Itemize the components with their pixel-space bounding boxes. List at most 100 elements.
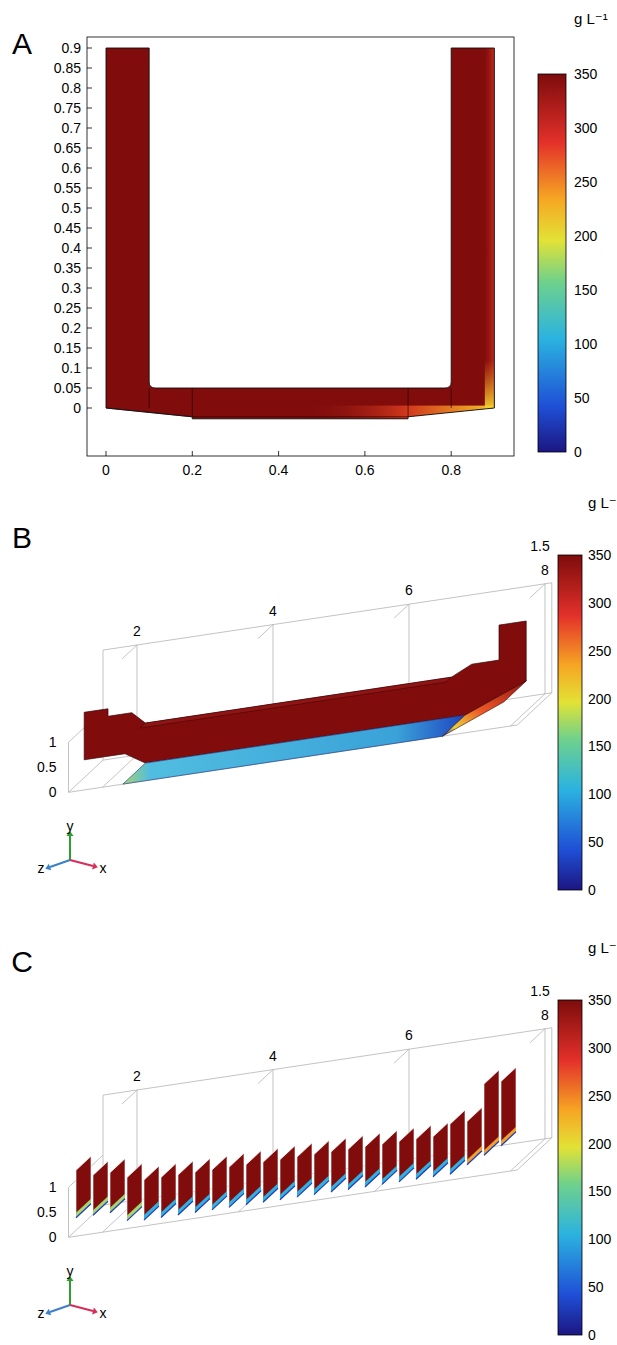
axis-arrow <box>69 836 71 860</box>
axis-tick: 4 <box>269 1049 277 1063</box>
tank-section <box>106 48 494 419</box>
colorbar-tick: 300 <box>574 121 597 135</box>
axis-label: z <box>38 1306 45 1320</box>
slice-floor-band <box>212 1191 227 1210</box>
axis-tick: 8 <box>541 563 549 577</box>
slice-plane <box>314 1141 329 1195</box>
corner-gradient <box>485 360 494 410</box>
axis-label: x <box>100 1306 107 1320</box>
colorbar-tick: 50 <box>574 391 590 405</box>
slice-floor-band <box>365 1168 380 1187</box>
slice-floor-edge <box>195 1198 210 1212</box>
axis-tick: 0.9 <box>62 41 81 55</box>
grid-line <box>122 1090 137 1104</box>
floor-gradient <box>300 406 494 420</box>
slice-floor-edge <box>331 1178 346 1192</box>
grid-line <box>551 583 552 693</box>
slice-plane <box>501 1068 516 1146</box>
slice-floor-edge <box>348 1176 363 1190</box>
tick-mark <box>87 228 92 229</box>
tick-mark <box>87 388 92 389</box>
slice-plane <box>365 1133 380 1187</box>
axis-arrow <box>50 860 70 867</box>
concentration-gradient <box>300 48 494 420</box>
colorbar-tick: 200 <box>574 229 597 243</box>
slice-plane <box>416 1125 431 1179</box>
axis-tick: 0.8 <box>441 463 460 477</box>
colorbar-tick: 150 <box>588 1184 611 1198</box>
slice-plane <box>331 1138 346 1192</box>
slice-plane <box>76 1156 91 1218</box>
axis-tick: 4 <box>269 604 277 618</box>
slice-plane <box>127 1164 142 1221</box>
slice-floor-band <box>484 1136 499 1155</box>
axis-tick: 0.1 <box>62 361 81 375</box>
slice-floor-band <box>127 1202 142 1221</box>
tick-mark <box>87 248 92 249</box>
grid-line <box>511 1139 546 1171</box>
slice-floor-band <box>110 1194 125 1213</box>
tick-mark <box>87 208 92 209</box>
tick-mark <box>451 451 452 456</box>
grid-line <box>517 1138 552 1170</box>
axis-tick: 0.05 <box>54 381 81 395</box>
slice-floor-edge <box>127 1207 142 1221</box>
slice-floor-edge <box>178 1201 193 1215</box>
slice-floor-edge <box>501 1132 516 1146</box>
colorbar-tick: 350 <box>588 548 611 562</box>
axis-tick: 0.65 <box>54 141 81 155</box>
colorbar-tick: 300 <box>588 1041 611 1055</box>
tick-mark <box>87 148 92 149</box>
axis-tick: 0.6 <box>62 161 81 175</box>
slice-floor-edge <box>161 1204 176 1218</box>
mesh-line <box>192 388 193 417</box>
axis-tick: 0.2 <box>183 463 202 477</box>
slice-plane <box>433 1123 448 1177</box>
colorbar-unit: g L⁻¹ <box>574 11 608 26</box>
slice-floor-band <box>229 1188 244 1207</box>
tick-mark <box>106 451 107 456</box>
grid-line <box>545 1029 546 1139</box>
axis-tick: 0.25 <box>54 301 81 315</box>
slice-floor-edge <box>297 1183 312 1197</box>
tick-mark <box>87 128 92 129</box>
tick-mark <box>87 288 92 289</box>
slice-plane <box>144 1166 159 1220</box>
slice-plane <box>178 1161 193 1215</box>
slice-floor-edge <box>399 1168 414 1182</box>
slice-floor-edge <box>433 1163 448 1177</box>
slice-floor-edge <box>280 1186 295 1200</box>
tick-mark <box>192 451 193 456</box>
grid-line <box>68 1187 69 1237</box>
grid-line <box>68 742 69 792</box>
colorbar-tick: 0 <box>588 1328 596 1342</box>
slice-plane <box>212 1156 227 1210</box>
slice-plane <box>229 1153 244 1207</box>
axis-tick: 0.35 <box>54 261 81 275</box>
slice-plane <box>263 1148 278 1202</box>
axis-tick: 0.85 <box>54 61 81 75</box>
tick-mark <box>87 68 92 69</box>
axis-tick: 6 <box>405 1028 413 1042</box>
colorbar-tick: 0 <box>574 445 582 459</box>
axis-tick: 0.55 <box>54 181 81 195</box>
slice-floor-edge <box>76 1204 91 1218</box>
tank-outline <box>106 48 494 419</box>
axis-label: y <box>67 819 74 833</box>
axis-arrow <box>50 1305 70 1312</box>
colorbar-tick: 100 <box>588 787 611 801</box>
axis-tick: 0.6 <box>355 463 374 477</box>
axis-tick: 0 <box>73 401 81 415</box>
tank-3d-plot <box>45 555 582 890</box>
axis-tick: 0.2 <box>62 321 81 335</box>
grid-line <box>551 1028 552 1138</box>
axis-tick: 0 <box>49 785 57 799</box>
axis-label: x <box>100 861 107 875</box>
axis-label: z <box>38 861 45 875</box>
slice-plane <box>348 1136 363 1190</box>
mesh-line <box>192 416 408 417</box>
colorbar-unit: g L⁻¹ <box>588 940 617 955</box>
tick-mark <box>278 451 279 456</box>
wall-gradient <box>482 48 494 420</box>
